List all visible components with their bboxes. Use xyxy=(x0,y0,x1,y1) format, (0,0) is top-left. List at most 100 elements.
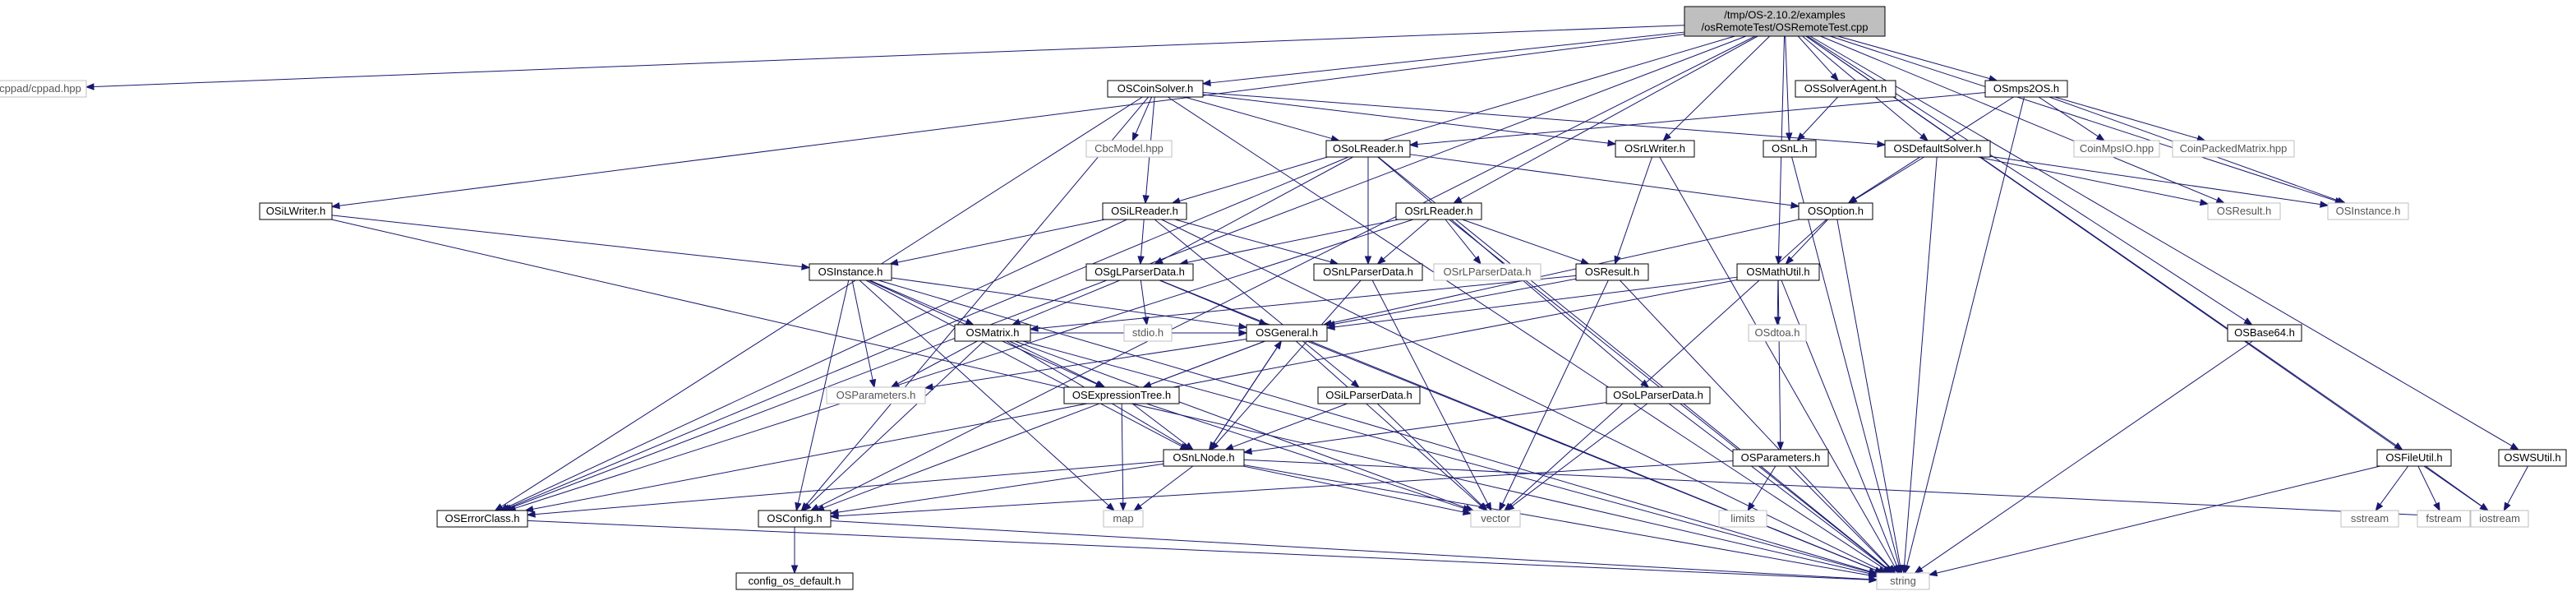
arrowhead xyxy=(1662,132,1671,141)
node-box xyxy=(1684,6,1886,37)
edge-oso-lreader-to-osg-lparser-data xyxy=(1154,156,1353,265)
node-osdefault-solver[interactable]: OSDefaultSolver.h xyxy=(1884,140,1991,158)
node-osn-lparser-data[interactable]: OSnLParserData.h xyxy=(1313,263,1423,281)
node-osoption[interactable]: OSOption.h xyxy=(1798,202,1873,220)
node-label: OSMatrix.h xyxy=(965,326,1019,339)
edge-osn-lparser-data-to-osn-lnode xyxy=(1210,280,1362,451)
edge-oscoin-solver-to-osdefault-solver xyxy=(1202,91,1887,148)
node-osn-lnode[interactable]: OSnLNode.h xyxy=(1163,449,1245,467)
node-osconfig[interactable]: OSConfig.h xyxy=(758,510,832,528)
node-osbase64[interactable]: OSBase64.h xyxy=(2227,324,2302,342)
node-osi-lwriter[interactable]: OSiLWriter.h xyxy=(259,202,333,220)
node-label: iostream xyxy=(2479,512,2520,524)
node-root[interactable]: /tmp/OS-2.10.2/examples/osRemoteTest/OSR… xyxy=(1684,6,1886,37)
arrowhead xyxy=(1887,565,1896,574)
node-osi-lreader[interactable]: OSiLReader.h xyxy=(1102,202,1187,220)
edge-root-to-cppad xyxy=(85,25,1685,90)
node-label: config_os_default.h xyxy=(749,575,841,587)
edge-osn-lnode-to-osgeneral xyxy=(1209,340,1283,450)
arrowhead xyxy=(2199,198,2210,206)
edge-osparameters-to-string xyxy=(1788,465,1896,574)
node-map: map xyxy=(1103,510,1144,528)
edge-root-to-osr-lreader xyxy=(1453,35,1758,204)
edge-osn-lnode-to-vector xyxy=(1242,465,1472,515)
node-osg-lparser-data[interactable]: OSgLParserData.h xyxy=(1085,263,1194,281)
node-osi-lparser-data[interactable]: OSiLParserData.h xyxy=(1317,386,1421,404)
edge-osmps2-os-to-string xyxy=(1903,96,2025,575)
edge-osmath-util-to-osgeneral xyxy=(1325,276,1738,330)
edge-osn-lnode-to-oserror-class xyxy=(526,460,1164,518)
node-box xyxy=(1063,386,1180,404)
edge-osmatrix-to-vector xyxy=(1014,340,1475,511)
edge-osn-lnode-to-map xyxy=(1133,465,1194,511)
arrowhead xyxy=(790,565,799,575)
node-osmps2-os[interactable]: OSmps2OS.h xyxy=(1984,80,2068,98)
node-oswsutil[interactable]: OSWSUtil.h xyxy=(2498,449,2567,467)
node-box xyxy=(735,572,854,590)
node-coin-packed-matrix: CoinPackedMatrix.hpp xyxy=(2172,140,2295,158)
node-label: cppad/cppad.hpp xyxy=(0,82,81,95)
node-box xyxy=(1433,263,1541,281)
node-label: OSResult.h xyxy=(2217,205,2271,217)
arrowhead xyxy=(1133,502,1143,511)
node-label: OSiLReader.h xyxy=(1111,205,1178,217)
arrowhead xyxy=(85,83,94,90)
arrowhead xyxy=(965,318,975,326)
edge-osoption-to-osmath-util xyxy=(1785,219,1828,266)
edge-root-to-osbase64 xyxy=(1807,35,2253,326)
node-label: OSErrorClass.h xyxy=(445,512,519,524)
arrowhead xyxy=(2503,501,2511,512)
node-label: OSMathUtil.h xyxy=(1746,266,1809,278)
node-label: stdio.h xyxy=(1132,326,1164,339)
node-oserror-class[interactable]: OSErrorClass.h xyxy=(436,510,528,528)
edge-osmatrix-to-osconfig xyxy=(802,340,984,511)
arrowhead xyxy=(2479,503,2490,511)
edges-layer xyxy=(85,25,2529,584)
edge-osn-lnode-to-string xyxy=(1243,464,1878,579)
node-osparameters[interactable]: OSParameters.h xyxy=(1732,449,1829,467)
node-osmath-util[interactable]: OSMathUtil.h xyxy=(1736,263,1820,281)
arrowhead xyxy=(1408,141,1418,148)
edge-osr-lwriter-to-osresult xyxy=(1614,156,1653,266)
node-osresult[interactable]: OSResult.h xyxy=(1575,263,1649,281)
edge-root-to-oswsutil xyxy=(1809,35,2520,450)
node-label: OSWSUtil.h xyxy=(2504,451,2560,464)
node-osmatrix[interactable]: OSMatrix.h xyxy=(954,324,1031,342)
node-osn-l[interactable]: OSnL.h xyxy=(1763,140,1817,158)
node-label: OSBase64.h xyxy=(2234,326,2295,339)
node-label: OSnL.h xyxy=(1772,142,1808,155)
arrowhead xyxy=(1137,256,1145,266)
arrowhead xyxy=(795,501,802,512)
node-config-os-default[interactable]: config_os_default.h xyxy=(735,572,854,590)
node-label: OSDefaultSolver.h xyxy=(1894,142,1982,155)
node-label: OSrLWriter.h xyxy=(1624,142,1685,155)
node-oscoin-solver[interactable]: OSCoinSolver.h xyxy=(1107,80,1204,98)
node-box xyxy=(2498,449,2567,467)
edge-osinstance-to-osn-lnode xyxy=(865,280,1190,450)
arrowhead xyxy=(801,263,811,270)
node-osgeneral[interactable]: OSGeneral.h xyxy=(1246,324,1328,342)
node-box xyxy=(2417,510,2471,528)
node-label: OSSolverAgent.h xyxy=(1804,82,1887,95)
node-vector: vector xyxy=(1470,510,1521,528)
node-osinstance[interactable]: OSInstance.h xyxy=(809,263,892,281)
node-osfile-util[interactable]: OSFileUtil.h xyxy=(2376,449,2452,467)
node-oso-lreader[interactable]: OSoLReader.h xyxy=(1325,140,1411,158)
node-osr-lreader[interactable]: OSrLReader.h xyxy=(1395,202,1482,220)
arrowhead xyxy=(1472,255,1482,266)
edge-osi-lwriter-to-osinstance xyxy=(331,215,811,270)
arrowhead xyxy=(1505,502,1515,511)
node-box xyxy=(1736,263,1820,281)
node-oso-lparser-data[interactable]: OSoLParserData.h xyxy=(1606,386,1711,404)
node-box xyxy=(1884,140,1991,158)
node-label: /osRemoteTest/OSRemoteTest.cpp xyxy=(1701,21,1868,34)
node-label: OSFileUtil.h xyxy=(2385,451,2442,464)
node-label: OSConfig.h xyxy=(767,512,822,524)
node-fstream: fstream xyxy=(2417,510,2471,528)
node-osr-lwriter[interactable]: OSrLWriter.h xyxy=(1615,140,1695,158)
arrowhead xyxy=(1796,132,1805,142)
node-box xyxy=(2172,140,2295,158)
node-osexpression-tree[interactable]: OSExpressionTree.h xyxy=(1063,386,1180,404)
node-box xyxy=(1615,140,1695,158)
node-ossolver-agent[interactable]: OSSolverAgent.h xyxy=(1795,80,1896,98)
